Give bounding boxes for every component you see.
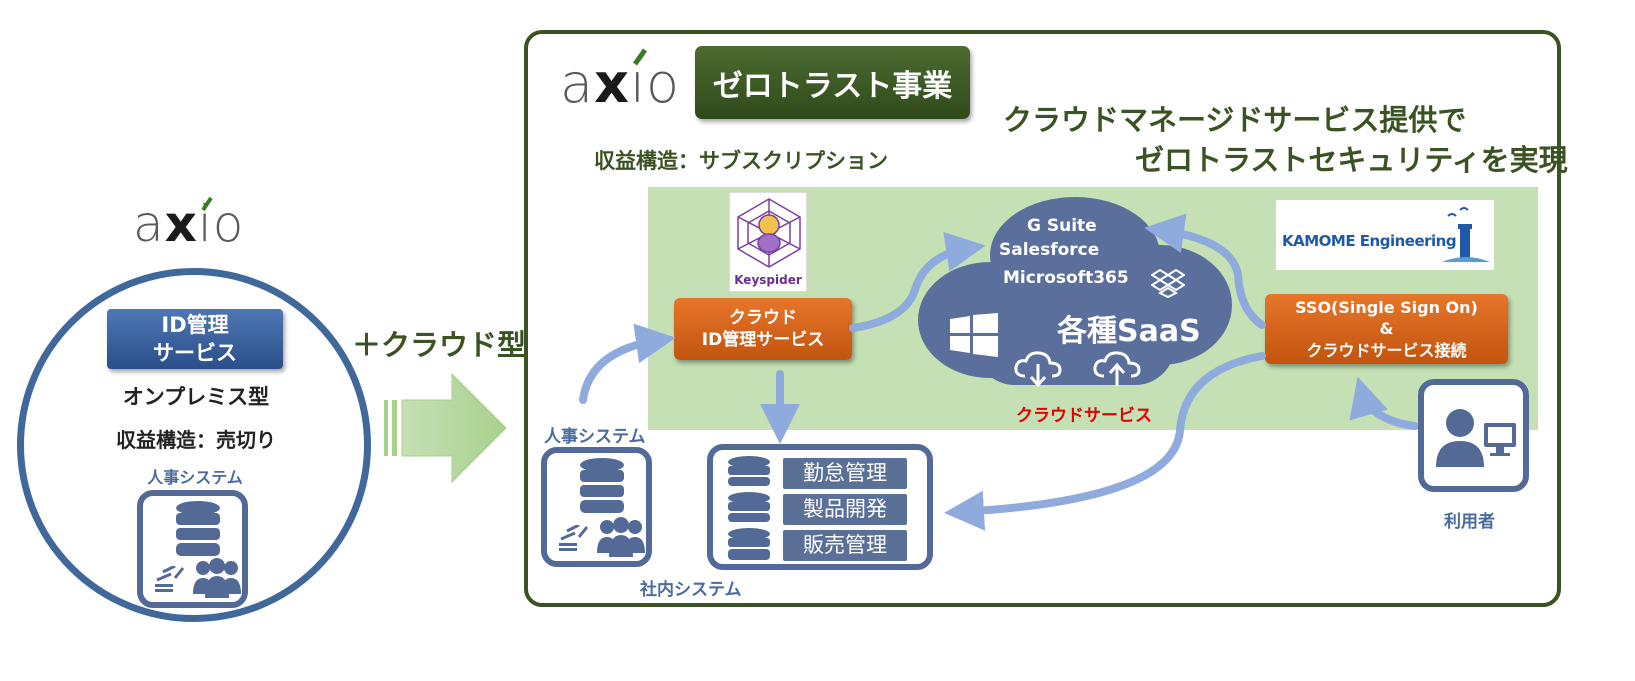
kamome-text: KAMOME Engineering — [1282, 232, 1457, 250]
people-icon — [193, 558, 241, 598]
left-hr-system-box — [137, 490, 248, 608]
headline-line1: クラウドマネージドサービス提供で — [1003, 103, 1467, 137]
stack-signal-icon — [559, 525, 589, 551]
right-revenue-label: 収益構造：サブスクリプション — [594, 149, 888, 173]
user-at-computer-icon — [1436, 409, 1516, 467]
sso-box: SSO(Single Sign On) & クラウドサービス接続 — [1265, 294, 1508, 364]
cloud-item-salesforce: Salesforce — [999, 240, 1100, 260]
stack-signal-icon — [155, 566, 185, 592]
axio-logo-right: axio axio — [560, 52, 680, 115]
right-hr-system-box — [541, 447, 652, 567]
id-service-line2: サービス — [153, 341, 237, 365]
arrow-hr-to-cloudid — [579, 323, 676, 404]
id-service-box: ID管理 サービス — [107, 309, 283, 369]
database-icon — [580, 458, 624, 513]
axio-logo-right-accent — [632, 48, 648, 66]
left-hr-label: 人事システム — [147, 468, 243, 487]
right-hr-label: 人事システム — [544, 427, 646, 447]
internal-system-label: 社内システム — [640, 580, 742, 600]
axio-logo-left-accent — [201, 196, 213, 212]
user-box — [1418, 379, 1529, 492]
module-sales: 販売管理 — [783, 530, 907, 561]
internal-system-box: 勤怠管理 製品開発 販売管理 — [707, 444, 933, 570]
transition-arrow-icon — [384, 372, 507, 484]
database-icon — [728, 456, 770, 560]
arrow-cloudid-to-saas — [849, 231, 986, 332]
arrow-sso-to-internal — [944, 352, 1266, 531]
module-product-dev: 製品開発 — [783, 494, 907, 525]
database-icon — [176, 501, 220, 556]
sso-line2: & — [1379, 319, 1394, 339]
windows-icon — [950, 313, 998, 357]
keyspider-logo: Keyspider — [729, 192, 807, 292]
lighthouse-icon — [1442, 207, 1490, 262]
user-label: 利用者 — [1444, 512, 1495, 532]
module-attendance: 勤怠管理 — [783, 458, 907, 489]
headline-line2: ゼロトラストセキュリティを実現 — [1135, 143, 1568, 177]
cloud-id-service-line2: ID管理サービス — [701, 330, 825, 350]
onpremise-type-label: オンプレミス型 — [122, 385, 270, 409]
saas-cloud-icon — [918, 197, 1232, 385]
cloud-upload-icon — [1093, 351, 1141, 386]
sso-line3: クラウドサービス接続 — [1306, 340, 1467, 360]
sso-line1: SSO(Single Sign On) — [1295, 297, 1478, 317]
cloud-main-label: 各種SaaS — [1057, 314, 1201, 349]
keyspider-text: Keyspider — [734, 273, 802, 287]
people-icon — [597, 517, 645, 557]
zero-trust-title-box: ゼロトラスト事業 — [695, 46, 970, 119]
cloud-service-label: クラウドサービス — [1016, 406, 1152, 426]
dropbox-icon — [1151, 268, 1185, 298]
id-service-line1: ID管理 — [161, 313, 229, 337]
cloud-id-service-line1: クラウド — [729, 307, 797, 328]
arrow-user-to-sso — [1349, 376, 1419, 430]
cloud-download-icon — [1014, 351, 1062, 388]
arrow-sso-to-saas — [1144, 213, 1266, 329]
cloud-item-gsuite: G Suite — [1027, 216, 1097, 236]
cloud-type-label: ＋クラウド型 — [352, 328, 527, 362]
cloud-item-microsoft365: Microsoft365 — [1003, 268, 1129, 288]
cloud-id-service-box: クラウド ID管理サービス — [674, 298, 852, 360]
kamome-logo: KAMOME Engineering — [1276, 200, 1494, 270]
spider-web-icon — [737, 198, 801, 268]
left-revenue-label: 収益構造：売切り — [116, 428, 276, 452]
